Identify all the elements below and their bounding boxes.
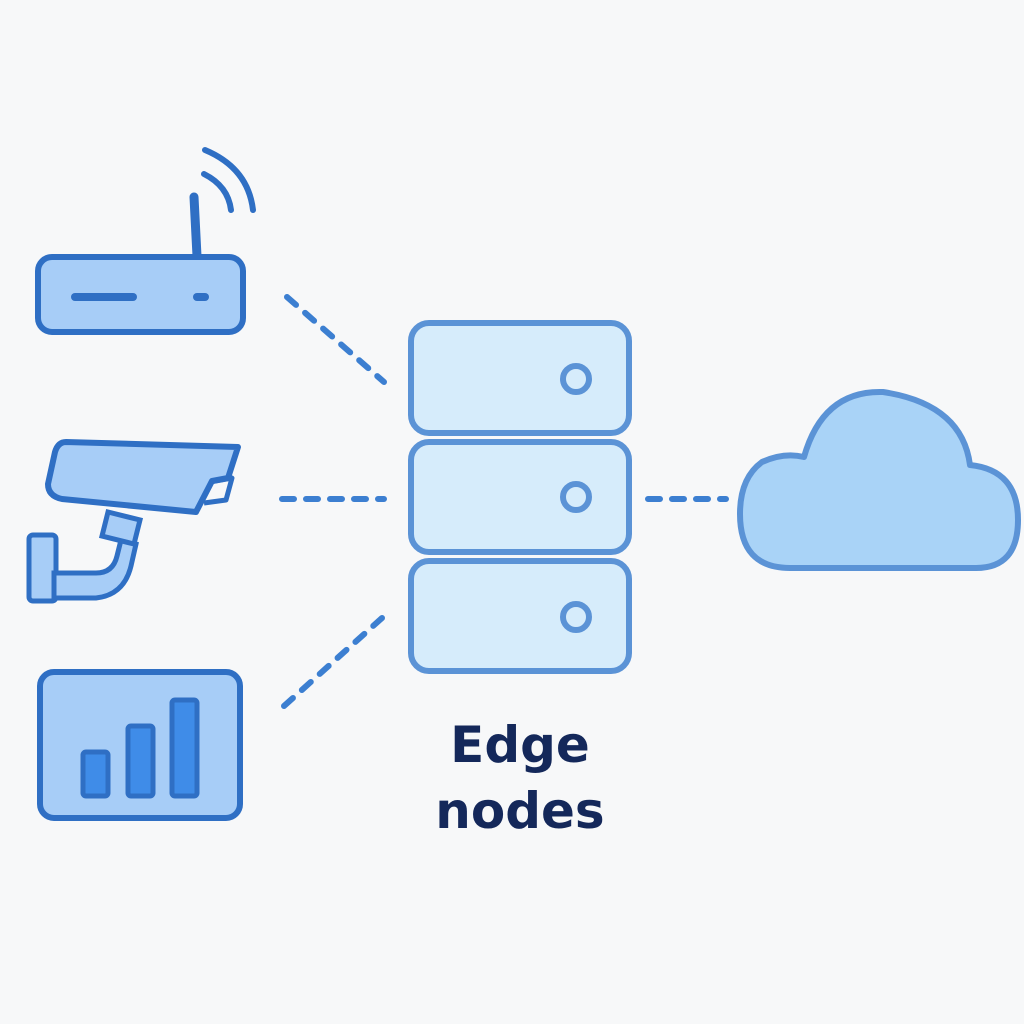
server-unit-top [408, 320, 632, 436]
router-connector [284, 294, 387, 385]
edge-server-stack [408, 320, 632, 674]
caption-line-2: nodes [435, 782, 605, 840]
cloud-icon [737, 388, 1021, 571]
device-connectors [279, 294, 387, 709]
server-unit-middle [408, 439, 632, 555]
security-camera-icon [26, 439, 241, 604]
edge-nodes-label: Edge nodes [380, 712, 660, 844]
server-unit-bottom [408, 558, 632, 674]
caption-line-1: Edge [450, 716, 590, 774]
sensor-connector [281, 615, 385, 709]
wifi-router-icon [35, 147, 256, 335]
bar-chart-sensor-icon [37, 669, 243, 821]
